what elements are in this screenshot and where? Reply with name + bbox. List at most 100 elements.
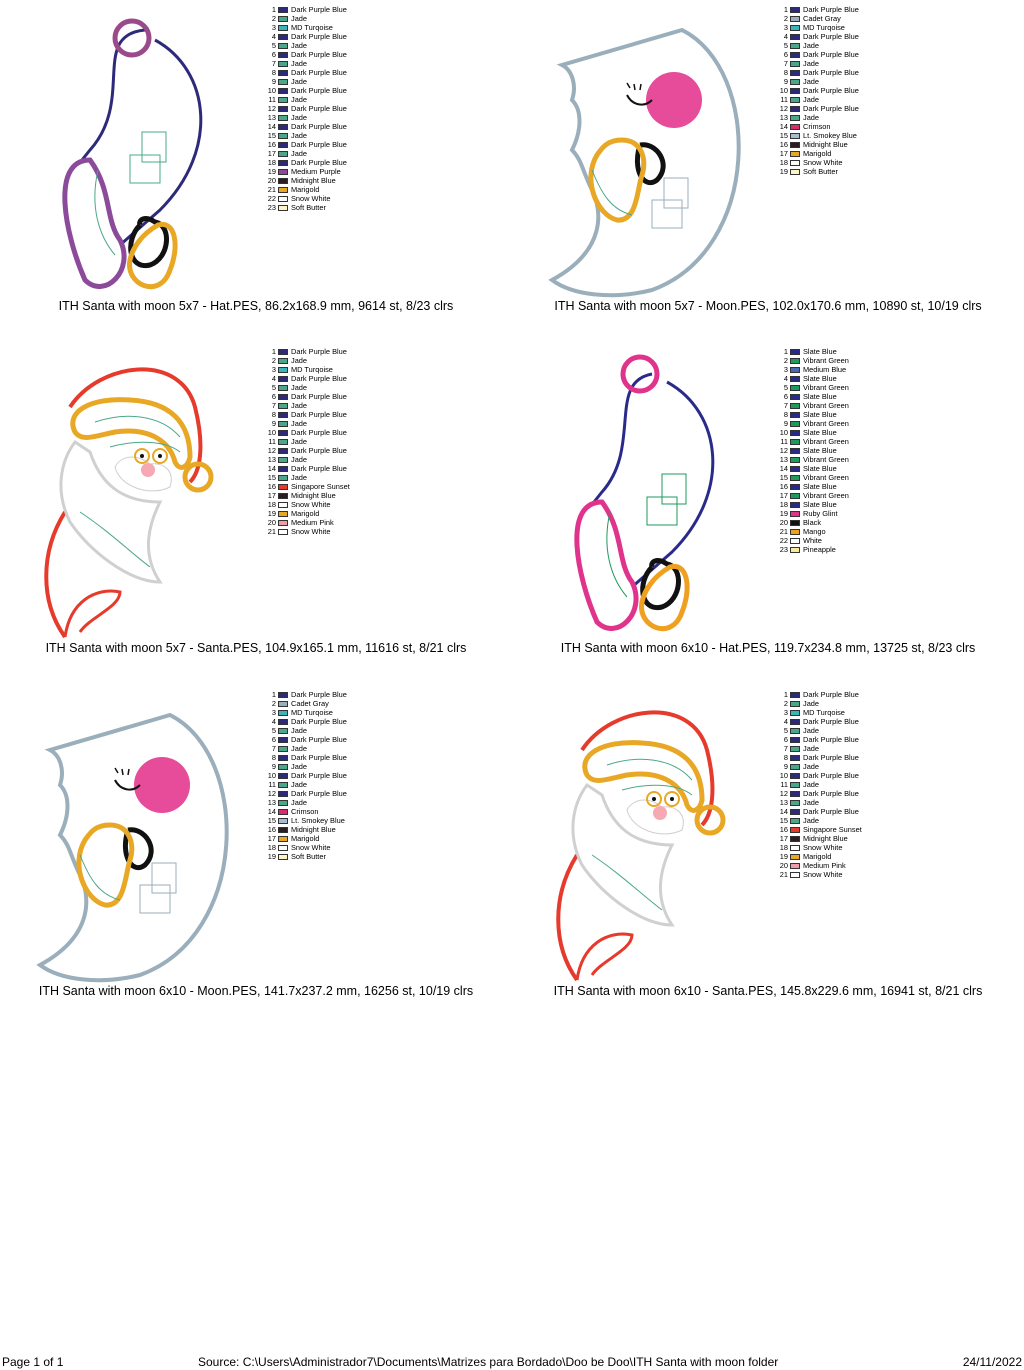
- color-name: Slate Blue: [803, 500, 837, 509]
- color-stop-number: 23: [779, 545, 788, 554]
- color-stop-row: 18 Slate Blue: [774, 500, 849, 509]
- color-stop-number: 18: [267, 843, 276, 852]
- color-stop-number: 15: [779, 473, 788, 482]
- color-swatch: [278, 96, 288, 103]
- color-swatch: [278, 78, 288, 85]
- color-name: Vibrant Green: [803, 401, 849, 410]
- color-stop-row: 3 MD Turqoise: [774, 708, 862, 717]
- color-swatch: [278, 168, 288, 175]
- color-name: Dark Purple Blue: [803, 68, 859, 77]
- color-name: Dark Purple Blue: [291, 104, 347, 113]
- color-name: Jade: [291, 726, 308, 735]
- color-stop-number: 14: [779, 122, 788, 131]
- color-name: Jade: [291, 780, 308, 789]
- color-name: Jade: [291, 419, 308, 428]
- color-name: Dark Purple Blue: [291, 789, 347, 798]
- color-name: Jade: [803, 59, 820, 68]
- color-stop-number: 19: [779, 167, 788, 176]
- color-swatch: [790, 159, 800, 166]
- color-swatch: [278, 366, 288, 373]
- color-swatch: [790, 853, 800, 860]
- color-stop-number: 2: [271, 356, 276, 365]
- color-stop-number: 11: [780, 437, 788, 446]
- color-stop-number: 19: [779, 509, 788, 518]
- color-stop-number: 19: [267, 852, 276, 861]
- color-name: Vibrant Green: [803, 491, 849, 500]
- color-swatch: [278, 754, 288, 761]
- color-name: Soft Butter: [291, 852, 326, 861]
- color-stop-number: 6: [783, 50, 788, 59]
- color-swatch: [790, 375, 800, 382]
- color-stop-number: 16: [779, 140, 788, 149]
- color-stop-number: 20: [267, 176, 276, 185]
- color-swatch: [278, 763, 288, 770]
- color-swatch: [278, 790, 288, 797]
- color-swatch: [790, 691, 800, 698]
- color-stop-number: 13: [267, 113, 276, 122]
- color-stop-number: 17: [779, 491, 788, 500]
- color-name: Dark Purple Blue: [803, 690, 859, 699]
- color-name: Dark Purple Blue: [291, 374, 347, 383]
- color-stop-number: 16: [267, 140, 276, 149]
- embroidery-preview-santa: [532, 695, 772, 985]
- color-name: Jade: [803, 744, 820, 753]
- color-swatch: [790, 718, 800, 725]
- color-stop-number: 7: [271, 401, 276, 410]
- color-name: Midnight Blue: [803, 140, 848, 149]
- color-stop-number: 18: [779, 500, 788, 509]
- color-name: Jade: [803, 798, 820, 807]
- color-name: Midnight Blue: [291, 825, 336, 834]
- page-number: Page 1 of 1: [2, 1355, 64, 1369]
- color-stop-number: 12: [267, 789, 276, 798]
- color-swatch: [278, 15, 288, 22]
- color-swatch: [790, 790, 800, 797]
- color-swatch: [278, 6, 288, 13]
- color-stop-number: 6: [271, 735, 276, 744]
- color-swatch: [790, 42, 800, 49]
- color-swatch: [278, 808, 288, 815]
- color-swatch: [790, 87, 800, 94]
- color-name: Slate Blue: [803, 428, 837, 437]
- color-name: Dark Purple Blue: [291, 690, 347, 699]
- print-date: 24/11/2022: [962, 1355, 1022, 1369]
- color-name: Jade: [291, 41, 308, 50]
- color-name: MD Turqoise: [803, 708, 845, 717]
- color-swatch: [278, 510, 288, 517]
- design-caption: ITH Santa with moon 6x10 - Moon.PES, 141…: [38, 984, 474, 998]
- color-name: Jade: [291, 455, 308, 464]
- color-stop-number: 8: [271, 410, 276, 419]
- color-stop-number: 21: [779, 527, 788, 536]
- color-name: Dark Purple Blue: [291, 32, 347, 41]
- color-swatch: [278, 817, 288, 824]
- color-stop-number: 15: [267, 816, 276, 825]
- color-name: Snow White: [803, 843, 843, 852]
- color-name: Jade: [803, 762, 820, 771]
- color-swatch: [278, 799, 288, 806]
- color-swatch: [790, 501, 800, 508]
- color-name: Vibrant Green: [803, 437, 849, 446]
- color-swatch: [790, 871, 800, 878]
- color-stop-number: 3: [783, 708, 788, 717]
